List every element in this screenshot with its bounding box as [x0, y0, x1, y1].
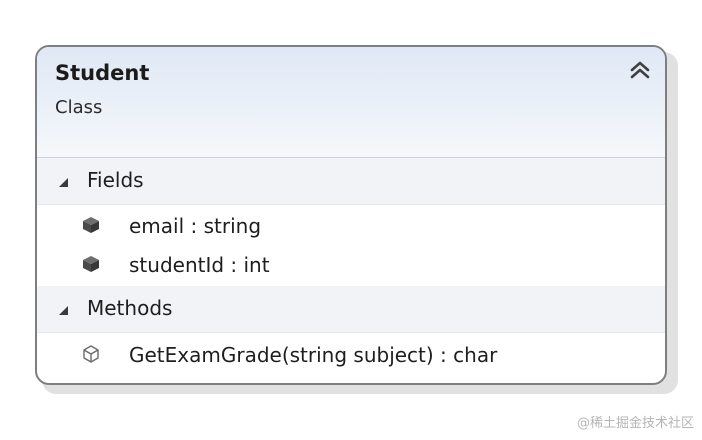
fields-section-label: Fields	[87, 168, 144, 192]
field-text: studentId : int	[129, 253, 270, 277]
class-name: Student	[55, 61, 150, 85]
collapse-chevron-icon[interactable]	[629, 59, 651, 81]
watermark-text: @稀土掘金技术社区	[576, 416, 694, 431]
class-kind: Class	[55, 97, 103, 118]
method-icon	[81, 344, 101, 364]
field-text: email : string	[129, 214, 262, 238]
field-item-studentid[interactable]: studentId : int	[37, 247, 665, 286]
class-header[interactable]: Student Class	[37, 47, 665, 158]
methods-section-header[interactable]: Methods	[37, 286, 665, 333]
methods-section-label: Methods	[87, 296, 173, 320]
expand-triangle-icon[interactable]	[57, 301, 69, 315]
expand-triangle-icon[interactable]	[57, 173, 69, 187]
fields-section-header[interactable]: Fields	[37, 158, 665, 205]
method-text: GetExamGrade(string subject) : char	[129, 343, 498, 367]
method-item-getexamgrade[interactable]: GetExamGrade(string subject) : char	[37, 337, 665, 376]
field-icon	[81, 215, 101, 235]
field-icon	[81, 254, 101, 274]
class-shape-student[interactable]: Student Class Fields	[35, 45, 667, 385]
field-item-email[interactable]: email : string	[37, 208, 665, 247]
